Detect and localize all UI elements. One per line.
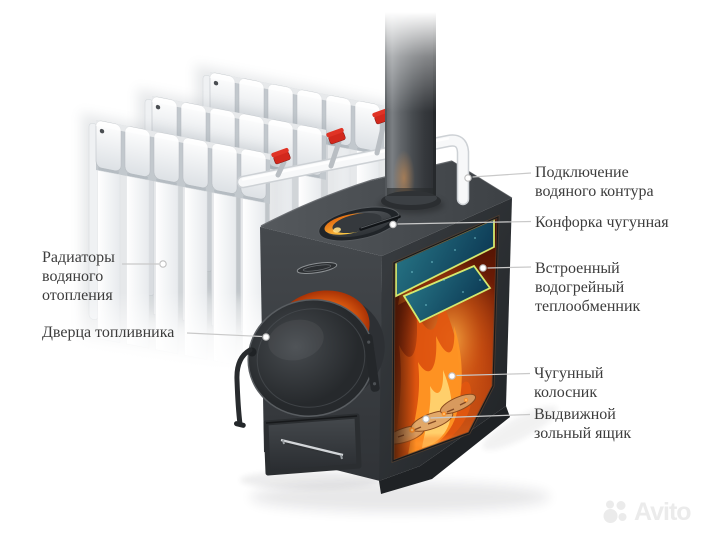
avito-logo-icon	[603, 500, 627, 523]
callout-dot-firebox-door	[262, 333, 270, 341]
callout-dot-heat-exchanger	[479, 264, 487, 272]
firebox-opening	[391, 214, 500, 464]
chimney-flange	[381, 188, 441, 210]
leader-line-grate	[448, 372, 531, 380]
callout-dot-grate	[448, 372, 456, 380]
callout-label-ash-box: Выдвижной зольный ящик	[534, 406, 632, 442]
door-handle	[233, 347, 257, 428]
leader-line-firebox-door	[186, 332, 270, 341]
stove-group	[233, 160, 513, 494]
leader-line-heat-exchanger	[479, 264, 532, 272]
callout-label-grate: Чугунный колосник	[534, 365, 604, 401]
leader-line-radiators	[122, 260, 167, 268]
leader-line-burner	[389, 220, 532, 229]
callout-label-firebox-door: Дверца топливника	[42, 324, 175, 341]
heating-pipe	[236, 120, 470, 206]
leader-lines	[122, 172, 532, 423]
watermark-text: Avito	[634, 497, 692, 526]
stove-door	[247, 299, 375, 417]
stove-top-rim	[260, 160, 453, 227]
avito-watermark: Avito	[602, 497, 692, 526]
callout-label-heat-exchanger: Встроенный водогрейный теплообменник	[535, 260, 641, 315]
callout-dot-water-circuit	[464, 174, 472, 182]
floor-shadow	[240, 406, 558, 512]
callout-dot-ash-box	[422, 415, 430, 423]
callout-label-burner: Конфорка чугунная	[535, 214, 669, 231]
door-hinge	[363, 334, 380, 392]
base-plinth	[379, 406, 510, 494]
brand-badge	[296, 261, 338, 275]
callout-label-water-circuit: Подключение водяного контура	[535, 164, 654, 200]
callout-label-radiators: Радиаторы водяного отопления	[42, 249, 115, 304]
burner-handle	[359, 214, 401, 231]
leader-line-ash-box	[422, 413, 531, 423]
drawer-handle	[280, 438, 344, 460]
callout-dot-burner	[389, 220, 397, 229]
callout-dot-radiators	[159, 260, 167, 268]
pipe-valve	[326, 127, 346, 145]
pipe-valve	[271, 147, 291, 165]
ash-drawer	[263, 413, 362, 476]
burner-plate	[318, 206, 401, 242]
leader-line-water-circuit	[464, 172, 532, 182]
